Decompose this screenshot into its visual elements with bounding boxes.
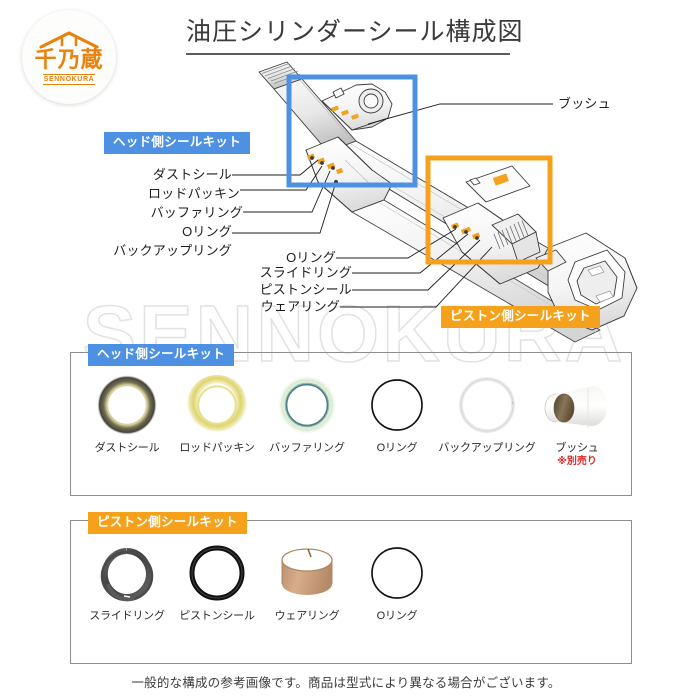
badge-head-seal-kit-diagram: ヘッド側シールキット (104, 132, 251, 154)
diagram-label-buffer-ring: バッファリング (150, 205, 243, 220)
panel-piston-seal-kit (70, 520, 632, 664)
brand-romaji: SENNOKURA (42, 73, 96, 85)
title-underline (186, 53, 510, 55)
buffer-ring-image (274, 372, 340, 438)
footer-note: 一般的な構成の参考画像です。商品は型式により異なる場合がございます。 (131, 676, 561, 690)
list-item: スライドリング (82, 540, 172, 623)
item-label: ピストンシール (179, 610, 255, 622)
list-item: ウェアリング (262, 540, 352, 623)
item-note: ※別売り (557, 456, 597, 467)
backup-ring-image (454, 372, 520, 438)
item-label: ウェアリング (274, 610, 340, 622)
item-label: バックアップリング (438, 442, 536, 454)
o-ring-image (364, 372, 430, 438)
brand-kanji: 千乃蔵 (34, 46, 104, 73)
dust-seal-image (94, 372, 160, 438)
item-label: ロッドパッキン (179, 442, 255, 454)
brand-logo: 千乃蔵 SENNOKURA (22, 10, 116, 104)
diagram-label-dust-seal: ダストシール (152, 167, 232, 182)
list-item: ダストシール (82, 372, 172, 455)
badge-piston-seal-kit-diagram: ピストン側シールキット (441, 306, 600, 328)
diagram-label-piston-seal: ピストンシール (259, 282, 352, 297)
piston-seal-image (184, 540, 250, 606)
item-label: ブッシュ (555, 442, 599, 454)
wear-ring-image (274, 540, 340, 606)
item-label: スライドリング (89, 610, 165, 622)
diagram-label-o-ring-piston: Оリング (286, 250, 336, 265)
roof-icon (39, 30, 99, 49)
rod-packing-image (184, 372, 250, 438)
item-label: Оリング (376, 442, 418, 454)
badge-piston-seal-kit-panel: ピストン側シールキット (88, 512, 247, 534)
list-item: Оリング (352, 372, 442, 455)
list-item: ブッシュ ※別売り (532, 372, 622, 468)
diagram-label-slide-ring: スライドリング (259, 265, 352, 280)
item-label: Оリング (376, 610, 418, 622)
list-item: Оリング (352, 540, 442, 623)
diagram-label-rod-packing: ロッドパッキン (147, 186, 240, 201)
page-title: 油圧シリンダーシール構成図 (186, 18, 524, 46)
diagram-label-backup-ring: バックアップリング (113, 243, 232, 258)
head-seal-kit-item-list: ダストシール (70, 352, 642, 700)
list-item: バックアップリング (438, 372, 536, 455)
diagram-label-wear-ring: ウェアリング (260, 299, 340, 314)
diagram-label-bush: ブッシュ (558, 96, 611, 111)
list-item: バッファリング (262, 372, 352, 455)
piston-seal-kit-item-list: スライドリング ピストンシール (70, 520, 642, 700)
diagram-label-o-ring-head: Оリング (182, 224, 232, 239)
bush-image (544, 372, 610, 438)
item-label: バッファリング (269, 442, 345, 454)
list-item: ピストンシール (172, 540, 262, 623)
list-item: ロッドパッキン (172, 372, 262, 455)
item-label: ダストシール (94, 442, 160, 454)
panel-head-seal-kit (70, 352, 632, 496)
o-ring-image (364, 540, 430, 606)
slide-ring-image (94, 540, 160, 606)
badge-head-seal-kit-panel: ヘッド側シールキット (88, 344, 235, 366)
